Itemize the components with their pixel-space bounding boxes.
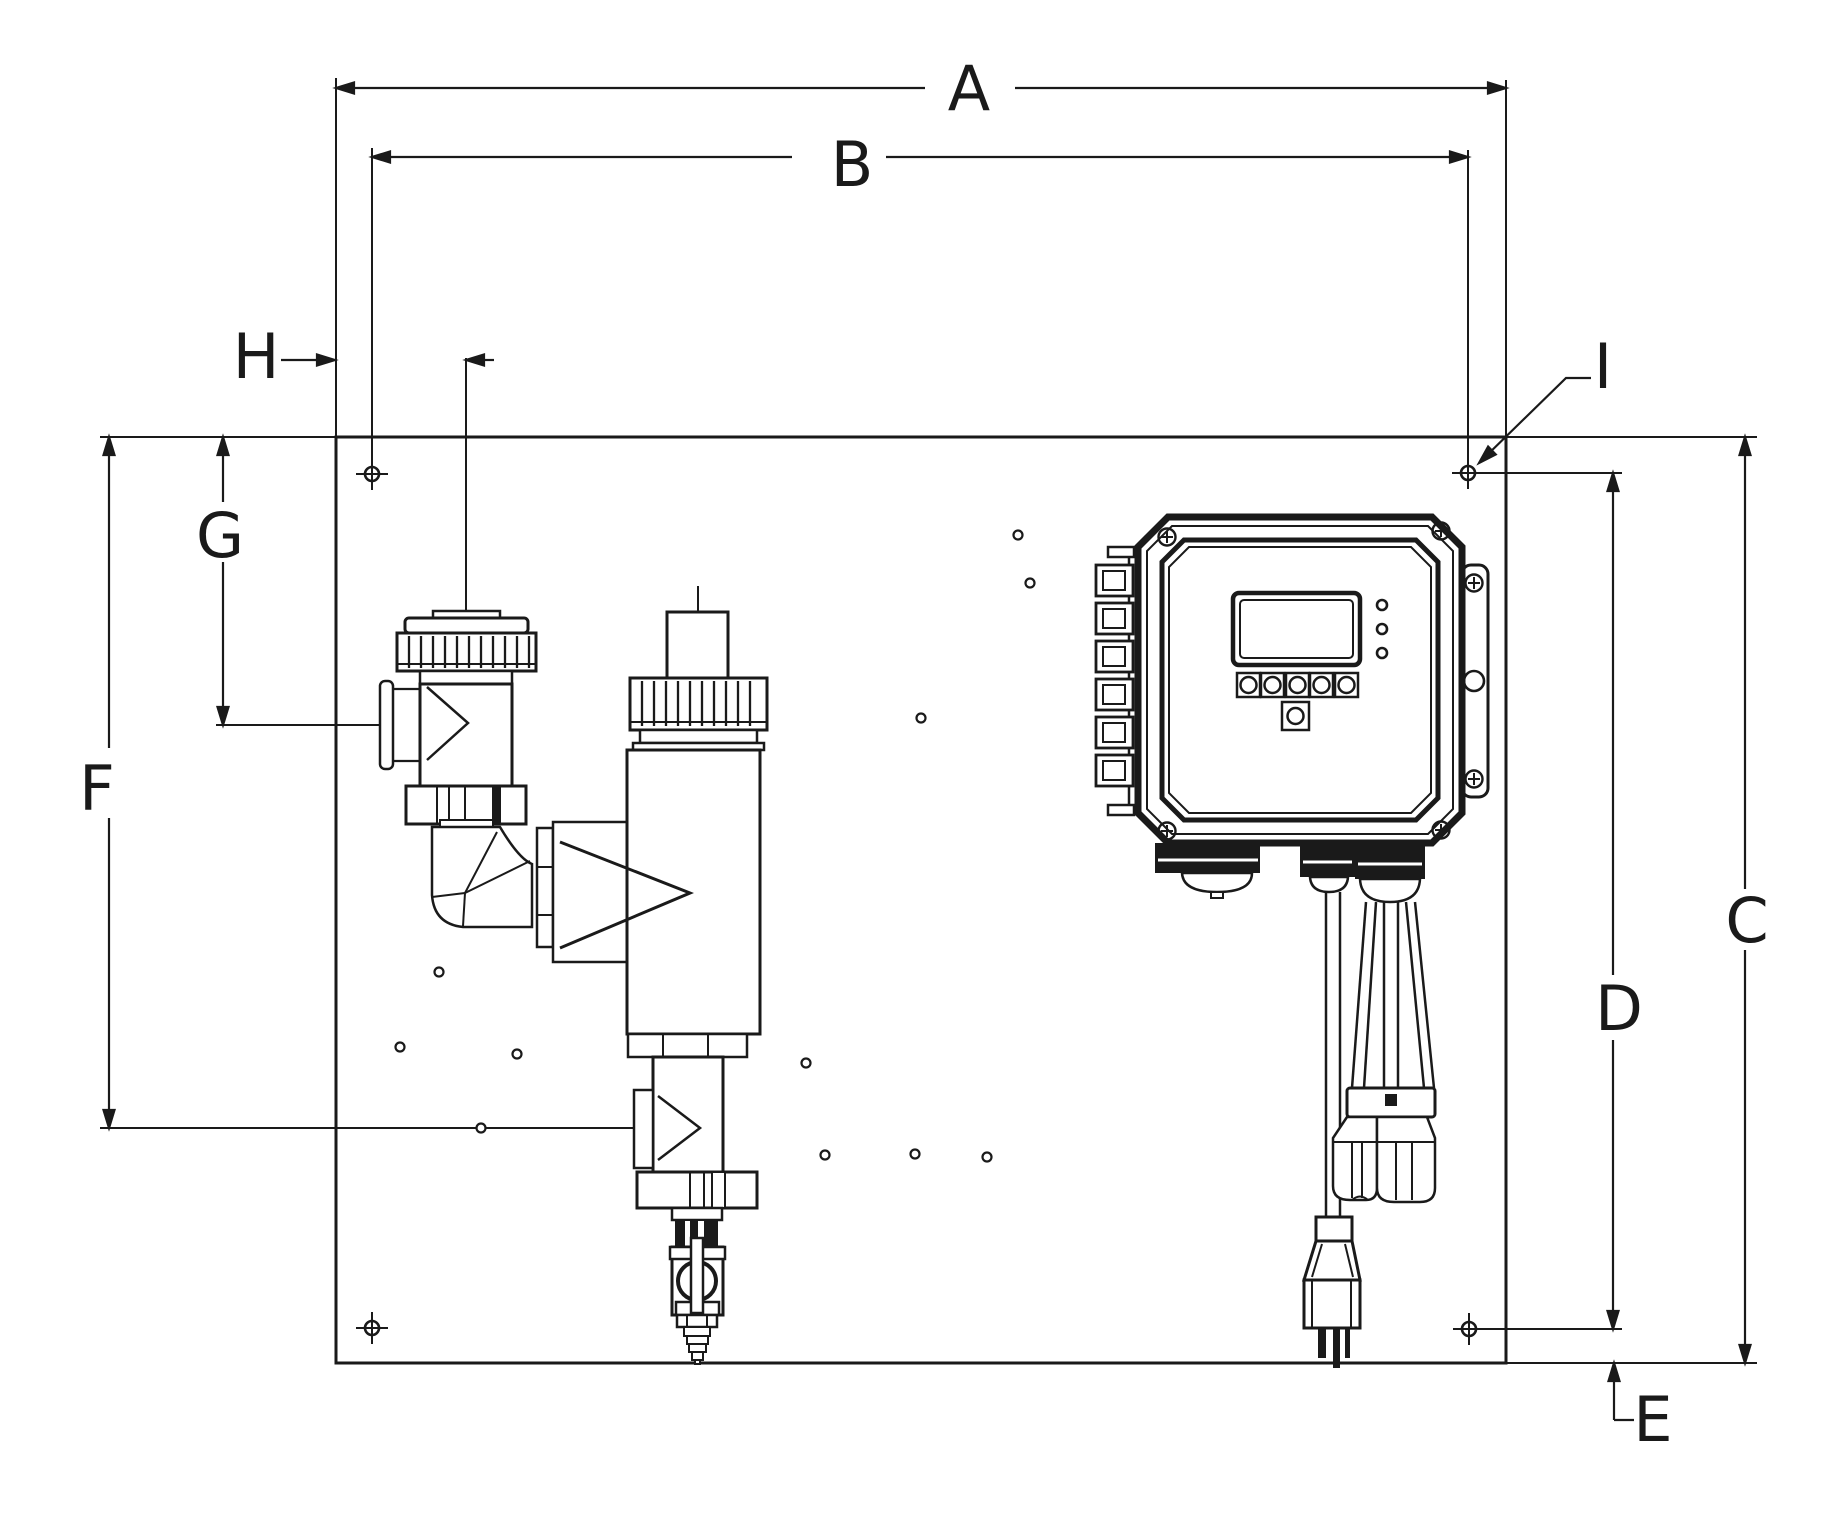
panel-outline: [334, 435, 1508, 1365]
gland-right: [1355, 843, 1425, 904]
dimension-E: [1607, 1361, 1634, 1422]
probe-connectors: [1331, 1086, 1437, 1204]
inlet-valve-assembly: [378, 609, 555, 949]
leader-I: [1474, 376, 1591, 469]
cable-glands: [1155, 843, 1425, 904]
dimension-D: [1606, 471, 1620, 1331]
lid-screw-bottom-left: [1157, 821, 1177, 841]
dimension-H: [281, 353, 494, 367]
dimension-label-group: A B C D E F G H I: [79, 52, 1768, 1456]
keypad-buttons: [1235, 671, 1360, 699]
mounting-hole-top-left: [354, 456, 390, 492]
gland-middle: [1300, 845, 1355, 894]
valve-tee-body: [378, 679, 514, 788]
flowcell-stem: [665, 610, 730, 680]
extension-lines: [100, 78, 1757, 1364]
dim-label-A: A: [948, 52, 990, 125]
mounting-hole-bottom-right: [1451, 1311, 1487, 1347]
flange-screw-bottom: [1464, 769, 1484, 789]
dim-label-F: F: [79, 752, 115, 825]
sample-ball-valve: [668, 1236, 727, 1317]
dim-label-B: B: [831, 128, 874, 201]
dim-label-H: H: [233, 320, 280, 393]
dim-label-I: I: [1594, 330, 1612, 403]
plug-collar: [1314, 1215, 1354, 1243]
elbow-flange: [535, 826, 555, 949]
gland-left: [1155, 843, 1260, 899]
outlet-union-nut: [635, 1170, 759, 1210]
dim-label-C: C: [1725, 884, 1768, 957]
dim-label-E: E: [1633, 1383, 1672, 1456]
flowcell-union-nut: [628, 676, 769, 732]
valve-union-nut-top: [395, 631, 538, 673]
outlet-tee: [632, 1055, 725, 1174]
valve-handle: [689, 1236, 705, 1315]
flow-cell-assembly: [551, 610, 769, 1365]
outlet-cone: [657, 1095, 703, 1161]
controller-enclosure: [1094, 513, 1490, 847]
mixer-cone: [559, 840, 694, 950]
probe-cable-right: [1404, 901, 1426, 1089]
flowcell-flange-top: [638, 728, 759, 745]
mounting-panel: [334, 435, 1508, 1365]
dimension-G: [216, 435, 230, 727]
valve-neck: [418, 669, 514, 686]
valve-union-nut-bottom: [404, 784, 528, 828]
connector-bell-left: [1331, 1115, 1379, 1202]
lid-screw-top-right: [1431, 521, 1451, 541]
flange-screw-top: [1464, 573, 1484, 593]
plug-prongs: [1318, 1328, 1350, 1368]
lid-screw-bottom-right: [1431, 820, 1451, 840]
flowcell-flange-bottom: [626, 1032, 749, 1059]
hose-barb: [675, 1313, 719, 1365]
flange-hole: [1462, 669, 1486, 693]
display-screen: [1230, 590, 1363, 668]
dim-label-D: D: [1595, 972, 1643, 1045]
dimension-C: [1738, 435, 1752, 1365]
mounting-hole-bottom-left: [354, 1310, 390, 1346]
probe-cable-left: [1350, 901, 1368, 1089]
connector-bell-right: [1375, 1115, 1437, 1204]
valve-cap-plate: [403, 616, 530, 635]
status-leds: [1375, 598, 1389, 660]
dimension-lines: [102, 81, 1752, 1422]
mounting-flange-right: [1460, 563, 1490, 799]
power-plug: [1301, 1215, 1362, 1368]
elbow-fitting: [430, 825, 555, 949]
flowcell-body: [625, 748, 762, 1036]
check-cone: [426, 686, 470, 761]
dim-label-G: G: [196, 499, 244, 572]
menu-button: [1280, 700, 1311, 732]
dimension-F: [102, 435, 116, 1130]
dimension-B: [370, 150, 1470, 164]
lid-screw-top-left: [1157, 527, 1177, 547]
panel-pilot-holes: [394, 529, 1036, 1163]
dimension-A: [334, 81, 1508, 95]
